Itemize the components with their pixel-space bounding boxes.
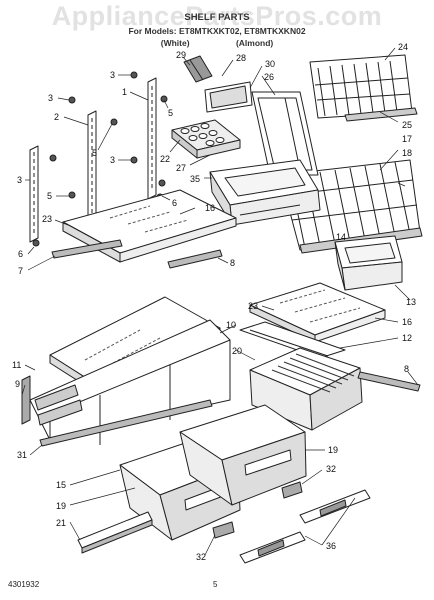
support-rail-8a [167,249,223,269]
callout-6b: 6 [18,249,23,259]
callout-19a: 19 [56,501,66,511]
meat-pan-35 [209,159,321,226]
callout-15: 15 [56,480,66,490]
rail-21 [77,511,153,554]
callout-27: 27 [176,163,186,173]
callout-36: 36 [326,541,336,551]
handle-trim-32a [281,481,303,499]
color-almond: (Almond) [235,38,274,48]
callout-2: 2 [54,112,59,122]
crisper-bin-19b [179,404,307,506]
color-white: (White) [160,38,190,48]
callout-8b: 8 [404,364,409,374]
callout-24: 24 [398,42,408,52]
handle-36a [299,489,371,524]
shelf-ladder-1 [147,77,157,200]
callout-28: 28 [236,53,246,63]
support-rail-8b [357,371,421,392]
callout-17: 17 [402,134,412,144]
egg-tray-22 [171,119,241,159]
wire-shelf-24 [309,54,418,122]
shelf-frame-12 [239,321,346,359]
hinge-29 [183,55,213,83]
callout-30: 30 [265,59,275,69]
callout-9: 9 [15,379,20,389]
callout-16a: 16 [205,203,215,213]
callout-32a: 32 [326,464,336,474]
callout-35: 35 [190,174,200,184]
page-number: 5 [213,580,218,589]
callout-23a: 23 [42,214,52,224]
doc-number: 4301932 [8,580,40,589]
callout-5b: 5 [92,148,97,158]
callout-11: 11 [12,360,21,370]
callout-10: 10 [226,320,236,330]
crisper-drawer-20 [249,347,363,431]
shelf-ladder-left [29,145,39,243]
callout-1a: 1 [122,87,127,97]
callout-23b: 23 [248,301,258,311]
models-line: For Models: ET8MTKXKT02, ET8MTKXKN02 [128,26,306,36]
callout-20: 20 [232,346,242,356]
glass-shelf-16b [249,282,386,343]
callout-16b: 16 [402,317,412,327]
callout-14: 14 [336,232,346,242]
watermark: AppliancePartsPros.com [51,1,383,31]
side-bracket-11 [21,375,31,425]
callout-3c: 3 [110,155,115,165]
leader-lines [21,47,419,556]
color-line: (White) (Almond) [0,38,434,48]
callout-29: 29 [176,50,186,60]
callout-6a: 6 [172,198,177,208]
glass-shelf-16 [62,189,237,263]
callout-3b: 3 [48,93,53,103]
callout-21: 21 [56,518,66,528]
handle-trim-32b [212,521,235,539]
callout-26: 26 [264,72,274,82]
callout-22: 22 [160,154,170,164]
section-title: SHELF PARTS [184,12,250,23]
callout-labels: 29 28 30 24 3 1 5 26 3 2 5 3 22 25 17 18… [12,42,416,562]
support-rail-7 [51,239,123,259]
callout-3a: 3 [110,70,115,80]
callout-18: 18 [402,148,412,158]
handle-36b [239,531,306,564]
callout-3d: 3 [17,175,22,185]
callout-25: 25 [402,120,412,130]
callout-19b: 19 [328,445,338,455]
dairy-bin-13 [334,235,403,291]
callout-5a: 5 [168,108,173,118]
callout-13: 13 [406,297,416,307]
callout-7: 7 [18,266,23,276]
callout-31: 31 [17,450,27,460]
rail-31 [39,399,213,447]
callout-12: 12 [402,333,412,343]
shelf-frame-26 [251,91,319,176]
callout-8a: 8 [230,258,235,268]
callout-5c: 5 [47,191,52,201]
callout-32b: 32 [196,552,206,562]
small-door-28 [204,81,253,113]
